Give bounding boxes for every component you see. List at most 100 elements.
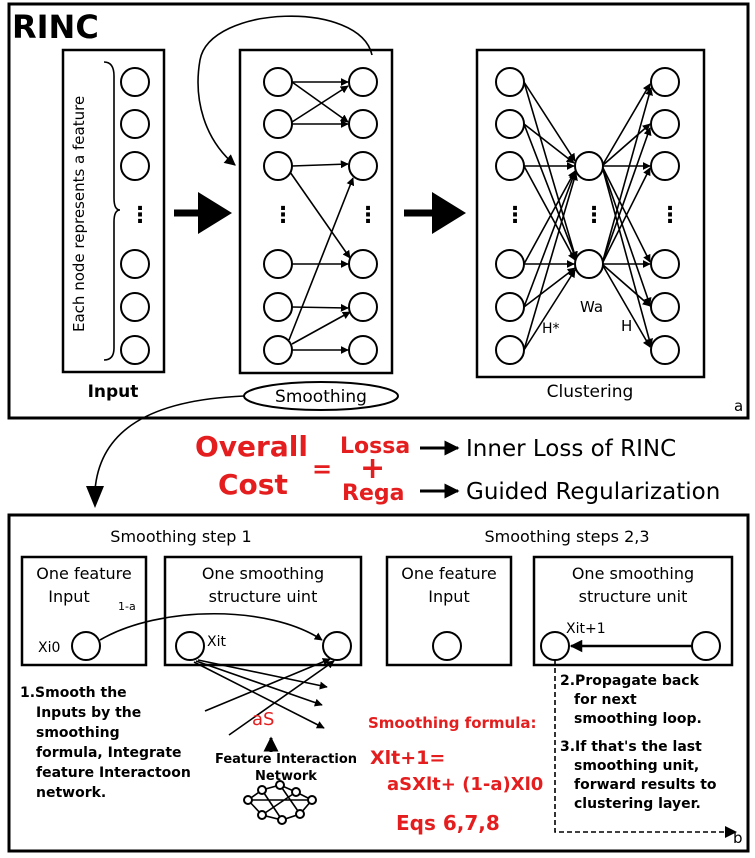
smoothing-unit-node-t	[175, 631, 205, 661]
clustering-label: Clustering	[547, 382, 634, 402]
input-node	[120, 292, 150, 322]
input-node	[120, 109, 150, 139]
smoothing-node	[348, 151, 378, 181]
step1-input-box	[20, 555, 148, 667]
panel-a-title: RINC	[12, 8, 99, 46]
clustering-node	[650, 335, 680, 365]
clustering-node	[650, 109, 680, 139]
smoothing-node	[348, 292, 378, 322]
note1-line: feature Interactoon	[36, 765, 191, 781]
clustering-layer-box	[475, 48, 706, 379]
note-3: 3.If that's the last smoothing unit, for…	[560, 739, 717, 812]
clustering-node	[650, 292, 680, 322]
smoothing-left-dots: ⋮	[272, 203, 294, 228]
smoothing-left-nodes	[263, 67, 293, 365]
clustering-center-dots: ⋮	[583, 203, 605, 228]
clustering-input-nodes	[495, 67, 525, 365]
smoothing-node	[263, 109, 293, 139]
smoothing-detail-arrow	[94, 395, 245, 491]
smoothing-label: Smoothing	[275, 387, 367, 407]
forward-to-clustering-arrow	[554, 660, 725, 833]
xt-label: Xit	[207, 634, 226, 650]
formula-title: Smoothing formula:	[368, 714, 536, 732]
note1-line: network.	[36, 785, 106, 801]
smoothing-node	[348, 67, 378, 97]
clustering-center-nodes	[574, 151, 604, 279]
smoothing-node	[263, 292, 293, 322]
forward-to-clustering-arrow-head	[725, 826, 737, 838]
overall-label: Overall	[195, 430, 308, 463]
loss-term: Lossa	[340, 434, 410, 459]
panel-b-corner-label: b	[733, 829, 743, 847]
clustering-node	[495, 292, 525, 322]
clustering-node	[495, 109, 525, 139]
arrow-smoothing-to-clustering-head	[432, 192, 466, 234]
step1-input-title-2: Input	[48, 587, 89, 606]
smoothing-right-nodes	[348, 67, 378, 365]
fin-label-2: Network	[255, 769, 317, 784]
fin-label-1: Feature Interaction	[215, 752, 357, 767]
note2-line: for next	[574, 692, 637, 708]
clustering-node	[495, 67, 525, 97]
note3-line: clustering layer.	[574, 796, 701, 812]
interaction-edges	[193, 658, 335, 736]
panel-a-corner-label: a	[734, 397, 743, 415]
panel-b-frame	[7, 513, 750, 853]
steps23-unit-node-t1	[540, 631, 570, 661]
arrow-input-to-smoothing-head	[198, 192, 232, 234]
equation-reference: Eqs 6,7,8	[396, 811, 500, 835]
smoothing-node	[348, 335, 378, 365]
note1-line: Inputs by the	[36, 705, 141, 721]
steps23-unit-title-2: structure unit	[579, 587, 688, 606]
note1-line: smoothing	[36, 725, 120, 741]
input-label: Input	[88, 382, 139, 402]
equals-sign: =	[312, 455, 332, 483]
clustering-right-dots: ⋮	[659, 203, 681, 228]
as-label: aS	[252, 709, 274, 730]
smoothing-right-dots: ⋮	[357, 203, 379, 228]
steps23-unit-box	[532, 555, 734, 667]
clustering-output-nodes	[650, 67, 680, 365]
note3-line: smoothing unit,	[574, 758, 699, 774]
steps23-input-title-1: One feature	[401, 564, 496, 583]
step1-unit-box	[163, 555, 363, 667]
input-to-unit-arrow	[99, 612, 323, 641]
input-nodes	[120, 67, 150, 365]
input-node	[120, 335, 150, 365]
side-note: Each node represents a feature	[70, 96, 88, 332]
h-label: H	[621, 317, 632, 335]
clustering-edges	[523, 81, 653, 351]
x0-label: Xi0	[38, 640, 60, 656]
clustering-node	[650, 151, 680, 181]
formula-line-1: Xlt+1=	[370, 747, 445, 769]
feature-interaction-network-icon	[243, 780, 317, 825]
smoothing-node	[263, 67, 293, 97]
cost-equation: Overall Cost = Lossa + Rega Inner Loss o…	[195, 430, 720, 506]
input-dots: ⋮	[129, 203, 151, 228]
cluster-center-node	[574, 249, 604, 279]
plus-sign: +	[360, 451, 385, 486]
smoothing-node	[348, 109, 378, 139]
smoothing-layer-box	[238, 48, 394, 375]
input-node	[120, 249, 150, 279]
inner-loss-label: Inner Loss of RINC	[466, 436, 676, 462]
input-feature-node	[71, 631, 101, 661]
smoothing-node	[263, 151, 293, 181]
note1-line: 1.Smooth the	[20, 685, 127, 701]
note3-line: 3.If that's the last	[560, 739, 702, 755]
h-star-label: H*	[542, 321, 560, 337]
steps23-title: Smoothing steps 2,3	[484, 527, 649, 546]
input-brace	[103, 61, 121, 361]
feedback-loop-arrow	[197, 15, 373, 166]
cluster-center-node	[574, 151, 604, 181]
smoothing-node	[263, 335, 293, 365]
smoothing-node	[263, 249, 293, 279]
reg-term: Rega	[342, 481, 404, 506]
smoothing-detail-arrow-head	[86, 486, 104, 508]
input-node	[120, 151, 150, 181]
clustering-node	[650, 249, 680, 279]
clustering-left-dots: ⋮	[504, 203, 526, 228]
smoothing-edges	[288, 78, 355, 354]
step1-input-title-1: One feature	[36, 564, 131, 583]
clustering-node	[650, 67, 680, 97]
